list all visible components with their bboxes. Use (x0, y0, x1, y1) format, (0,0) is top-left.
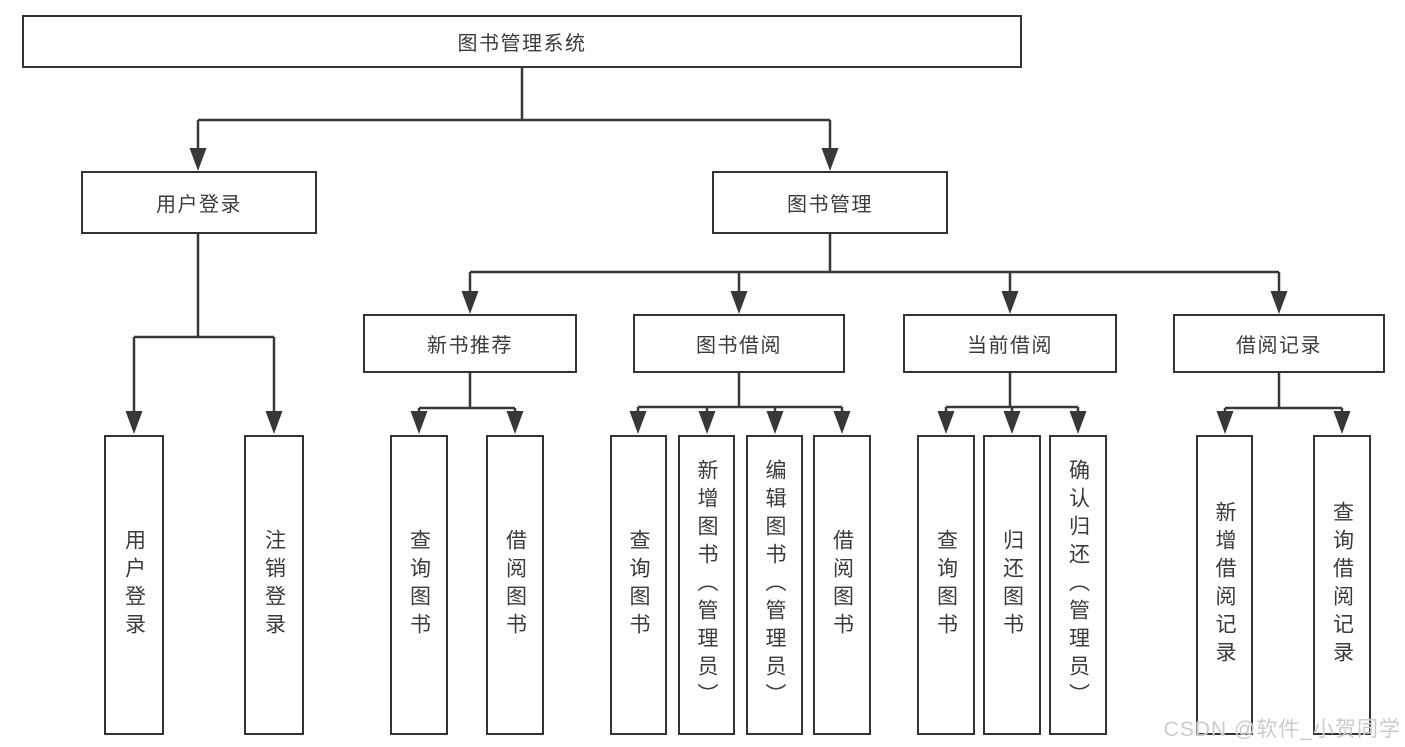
leaf-borrow-books-newbooks: 借阅图书 (486, 435, 544, 735)
arrowheads (125, 148, 1351, 434)
leaf-add-books-admin: 新增图书（管理员） (678, 435, 735, 735)
leaf-edit-books-admin: 编辑图书（管理员） (746, 435, 803, 735)
leaf-user-login: 用户登录 (104, 435, 164, 735)
node-current-borrowing: 当前借阅 (903, 314, 1117, 373)
leaf-add-borrow-record: 新增借阅记录 (1196, 435, 1253, 735)
csdn-watermark: CSDN @软件_小贺同学 (1163, 718, 1401, 741)
node-library-management-system: 图书管理系统 (22, 15, 1022, 68)
leaf-logout: 注销登录 (244, 435, 304, 735)
leaf-confirm-return-admin: 确认归还（管理员） (1049, 435, 1107, 735)
leaf-query-books-newbooks: 查询图书 (390, 435, 448, 735)
leaf-query-books-borrow: 查询图书 (610, 435, 667, 735)
node-book-borrowing: 图书借阅 (633, 314, 845, 373)
node-user-login-module: 用户登录 (81, 171, 317, 234)
leaf-borrow-books: 借阅图书 (813, 435, 871, 735)
leaf-return-books: 归还图书 (983, 435, 1041, 735)
leaf-query-borrow-record: 查询借阅记录 (1313, 435, 1371, 735)
node-new-book-recommendation: 新书推荐 (363, 314, 577, 373)
leaf-query-books-current: 查询图书 (917, 435, 975, 735)
node-book-management-module: 图书管理 (712, 171, 948, 234)
node-borrowing-records: 借阅记录 (1173, 314, 1385, 373)
